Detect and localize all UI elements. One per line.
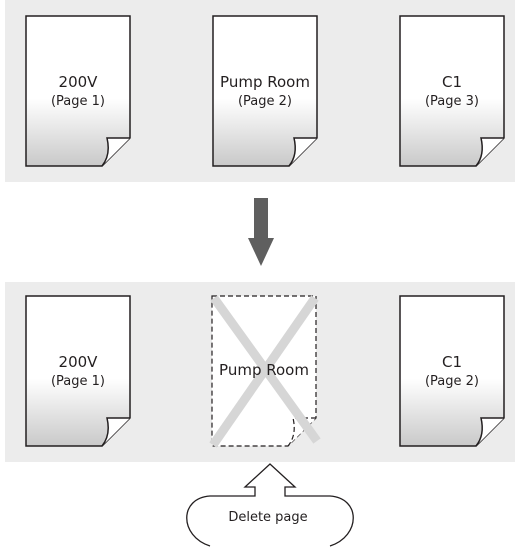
page-card-c1: C1 (Page 2) <box>399 295 505 447</box>
before-panel: 200V (Page 1) Pump Room (Page 2) C1 (Pag… <box>5 0 515 182</box>
document-icon <box>212 15 318 167</box>
delete-page-label: Delete page <box>228 510 308 525</box>
up-arrow-callout-icon <box>186 463 354 547</box>
deleted-page-card: Pump Room <box>209 295 321 448</box>
page-card-200v: 200V (Page 1) <box>25 15 131 167</box>
document-icon <box>399 15 505 167</box>
delete-cross-icon <box>209 295 321 448</box>
document-icon <box>25 295 131 447</box>
page-number: (Page 2) <box>237 93 293 109</box>
page-title: 200V <box>58 73 98 91</box>
down-arrow-icon <box>248 198 274 266</box>
document-icon <box>25 15 131 167</box>
page-card-200v: 200V (Page 1) <box>25 295 131 447</box>
page-number: (Page 1) <box>50 93 106 109</box>
page-number: (Page 3) <box>424 93 480 109</box>
page-card-c1: C1 (Page 3) <box>399 15 505 167</box>
page-title: 200V <box>58 353 98 371</box>
document-icon <box>399 295 505 447</box>
deleted-document-icon <box>209 295 321 448</box>
page-title: Pump Room <box>219 361 309 379</box>
page-number: (Page 1) <box>50 373 106 389</box>
page-title: C1 <box>441 353 463 371</box>
page-title: C1 <box>441 73 463 91</box>
page-card-pump-room: Pump Room (Page 2) <box>212 15 318 167</box>
page-number: (Page 2) <box>424 373 480 389</box>
after-panel: 200V (Page 1) Pump Room C1 (Page 2) <box>5 282 515 462</box>
page-title: Pump Room <box>220 73 310 91</box>
